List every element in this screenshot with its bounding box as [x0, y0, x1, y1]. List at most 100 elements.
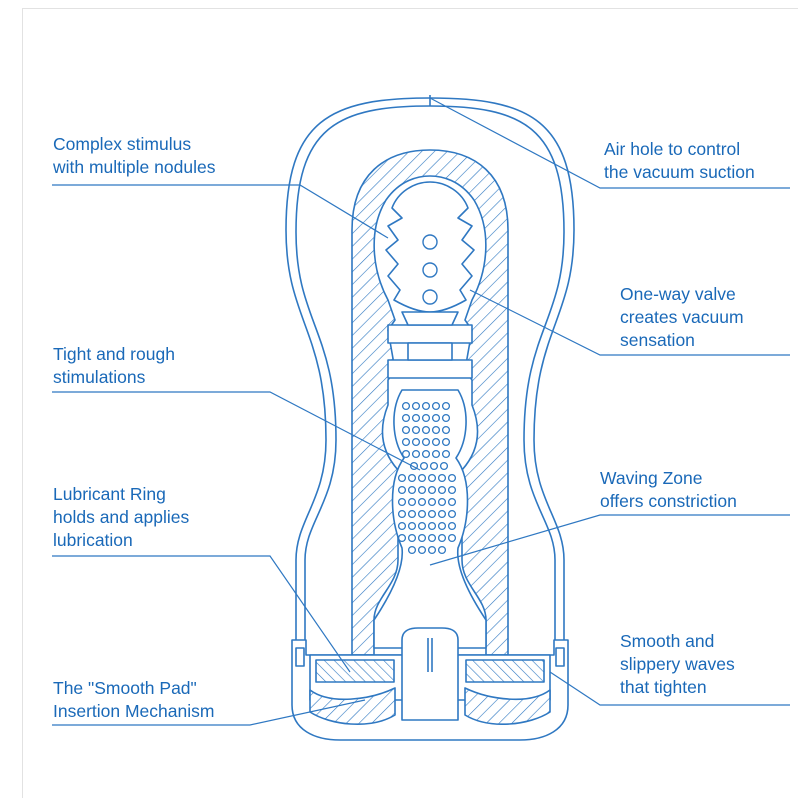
- nodule: [441, 449, 451, 459]
- nodule: [421, 413, 431, 423]
- nodule: [417, 485, 427, 495]
- nodule: [397, 497, 407, 507]
- nodule: [401, 425, 411, 435]
- nodule: [447, 473, 457, 483]
- valve-ring: [387, 324, 473, 344]
- nodule: [427, 473, 437, 483]
- leader-waving-zone: [429, 514, 790, 566]
- nodule: [439, 461, 449, 471]
- nodule: [427, 509, 437, 519]
- nodule: [421, 449, 431, 459]
- nodule: [441, 425, 451, 435]
- nodule: [401, 449, 411, 459]
- rim-clip-left: [295, 647, 305, 667]
- nodule: [447, 485, 457, 495]
- nodule: [411, 437, 421, 447]
- nodule: [397, 485, 407, 495]
- upper-nodule: [422, 289, 438, 305]
- lubricant-ring-right: [465, 659, 545, 683]
- nodule: [437, 509, 447, 519]
- label-smooth-waves: Smooth and slippery waves that tighten: [620, 631, 735, 697]
- label-one-way-valve: One-way valve creates vacuum sensation: [620, 284, 744, 350]
- nodule: [429, 461, 439, 471]
- nodule: [419, 461, 429, 471]
- nodule: [401, 413, 411, 423]
- label-air-hole: Air hole to control the vacuum suction: [604, 139, 755, 182]
- leader-air-hole: [429, 97, 790, 189]
- rim-clip-right: [555, 647, 565, 667]
- nodule: [437, 545, 447, 555]
- leader-lubricant-ring: [52, 555, 351, 673]
- nodule: [437, 533, 447, 543]
- nodule: [397, 509, 407, 519]
- nodule: [441, 401, 451, 411]
- nodule: [417, 533, 427, 543]
- nodule: [411, 401, 421, 411]
- nodule: [421, 437, 431, 447]
- center-insert: [401, 627, 459, 721]
- smooth-pad: [309, 687, 551, 725]
- nodule: [431, 425, 441, 435]
- nodule: [407, 485, 417, 495]
- image-frame: [22, 8, 798, 798]
- leader-smooth-pad: [52, 699, 366, 726]
- nodule: [431, 449, 441, 459]
- nodule: [417, 473, 427, 483]
- leader-one-way-valve: [469, 289, 790, 356]
- nodule: [421, 401, 431, 411]
- nodule: [441, 437, 451, 447]
- nodule: [421, 425, 431, 435]
- nodule: [447, 533, 457, 543]
- nodule: [437, 485, 447, 495]
- leader-tight-rough: [52, 391, 421, 471]
- leader-smooth-waves: [549, 671, 790, 706]
- nodule: [411, 449, 421, 459]
- label-tight-rough: Tight and rough stimulations: [53, 344, 175, 387]
- nodule: [407, 521, 417, 531]
- label-lubricant-ring: Lubricant Ring holds and applies lubrica…: [53, 484, 190, 550]
- nodule: [411, 425, 421, 435]
- label-complex-stimulus: Complex stimulus with multiple nodules: [53, 134, 216, 177]
- nodule: [407, 509, 417, 519]
- nodule: [447, 497, 457, 507]
- nodule: [431, 413, 441, 423]
- nodule: [437, 473, 447, 483]
- leader-lines: [52, 97, 790, 726]
- nodule-group: [397, 401, 457, 555]
- leader-complex-stimulus: [52, 184, 389, 239]
- label-waving-zone: Waving Zone offers constriction: [600, 468, 737, 511]
- nodule: [417, 521, 427, 531]
- nodule: [437, 521, 447, 531]
- nodule: [431, 437, 441, 447]
- nodule: [407, 533, 417, 543]
- nodule: [417, 509, 427, 519]
- nodule: [441, 413, 451, 423]
- upper-nodules: [422, 234, 438, 305]
- nodule: [427, 497, 437, 507]
- nodule: [411, 413, 421, 423]
- nodule: [431, 401, 441, 411]
- nodule: [447, 521, 457, 531]
- nodule: [401, 437, 411, 447]
- valve-neck: [401, 311, 459, 361]
- nodule: [407, 545, 417, 555]
- nodule: [397, 473, 407, 483]
- inner-sleeve: [351, 149, 509, 656]
- lubricant-ring-left: [315, 659, 395, 683]
- valve-ring: [387, 359, 473, 379]
- nodule: [417, 545, 427, 555]
- nodule: [437, 497, 447, 507]
- nodule: [427, 533, 437, 543]
- nodule: [407, 497, 417, 507]
- nodule: [397, 533, 407, 543]
- upper-nodule: [422, 234, 438, 250]
- nodule: [407, 473, 417, 483]
- nodule: [427, 485, 437, 495]
- nodule: [447, 509, 457, 519]
- upper-nodule: [422, 262, 438, 278]
- nodule: [427, 545, 437, 555]
- nodule: [401, 401, 411, 411]
- nodule: [417, 497, 427, 507]
